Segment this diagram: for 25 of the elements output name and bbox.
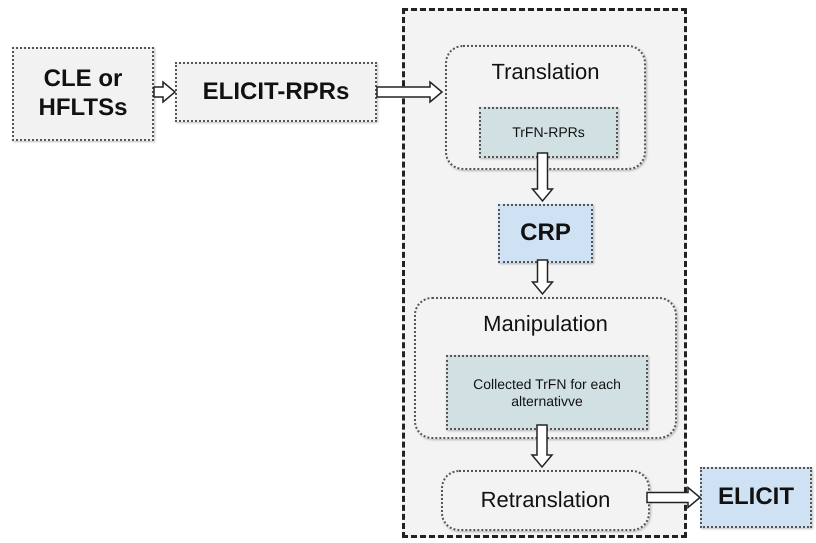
node-label: Retranslation	[480, 487, 612, 514]
node-label: Collected TrFN for each alternativve	[472, 376, 622, 410]
process-box	[175, 62, 377, 122]
node-label: CRP	[519, 219, 572, 248]
block-arrow	[530, 424, 554, 468]
process-box	[479, 107, 618, 158]
process-box	[498, 204, 593, 263]
process-box	[446, 355, 648, 430]
group-container	[402, 8, 687, 538]
node-label: TrFN-RPRs	[511, 124, 586, 141]
node-label: CLE or HFLTSs	[38, 65, 128, 123]
block-arrow	[153, 80, 176, 104]
rounded-box	[445, 45, 646, 170]
block-arrow	[530, 259, 554, 296]
process-box	[700, 467, 812, 528]
node-label: Manipulation	[482, 311, 609, 338]
block-arrow	[646, 486, 702, 510]
block-arrow	[376, 80, 444, 104]
block-arrow	[530, 152, 554, 202]
rounded-box	[441, 470, 650, 531]
node-label: ELICIT-RPRs	[202, 78, 350, 106]
process-box	[12, 47, 154, 141]
node-label: ELICIT	[717, 483, 795, 512]
rounded-box	[414, 297, 677, 439]
node-label: Translation	[490, 59, 600, 86]
